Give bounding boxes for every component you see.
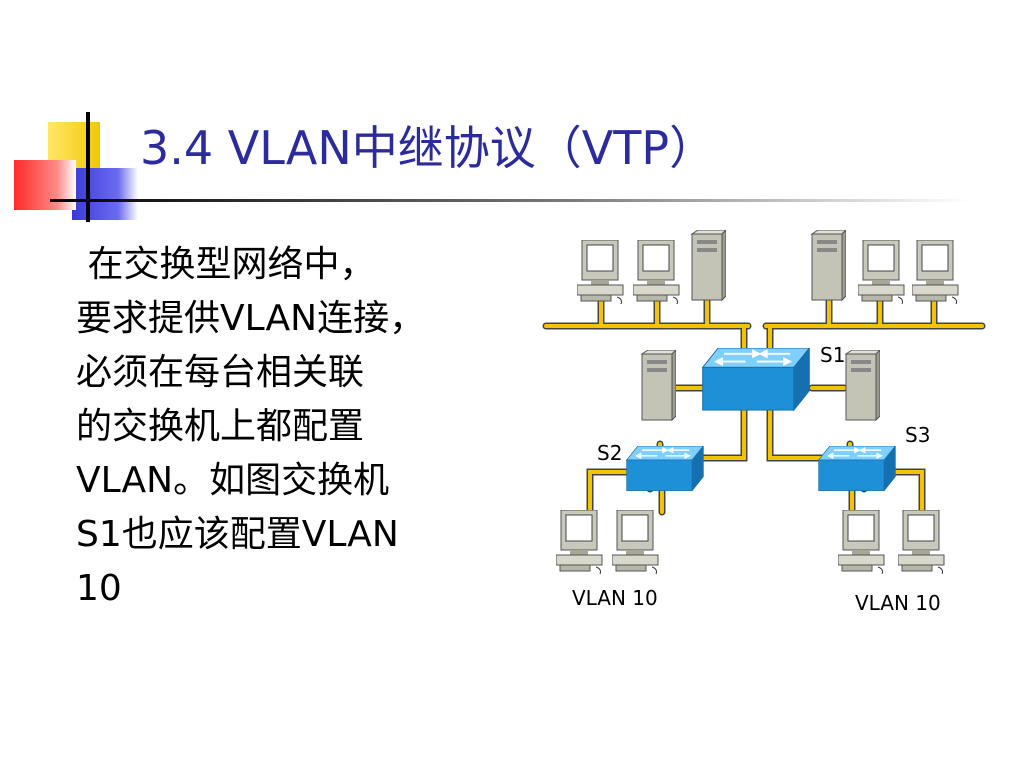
switch-icon <box>626 446 704 492</box>
vlan-label-left: VLAN 10 <box>572 586 658 610</box>
slide-body-text: 在交换型网络中， 要求提供VLAN连接， 必须在每台相关联 的交换机上都配置 V… <box>76 244 426 609</box>
workstation-icon <box>898 510 945 574</box>
workstation-icon <box>556 510 603 574</box>
workstation-icon <box>858 240 905 304</box>
title-underline <box>50 199 970 202</box>
workstation-icon <box>633 240 680 304</box>
server-tower-icon <box>691 230 726 301</box>
switch-icon <box>818 446 896 492</box>
slide-title: 3.4 VLAN中继协议（VTP） <box>140 121 716 175</box>
vtp-network-diagram: S1 S2 S3 VLAN 10 VLAN 10 <box>542 230 986 615</box>
switch-icon <box>701 348 811 412</box>
vlan-label-right: VLAN 10 <box>855 591 941 615</box>
switch-label-s3: S3 <box>905 423 930 447</box>
logo-squares <box>14 112 138 222</box>
switch-label-s2: S2 <box>597 441 622 465</box>
server-tower-icon <box>811 230 846 301</box>
workstation-icon <box>912 240 959 304</box>
server-tower-icon <box>641 350 676 421</box>
switch-label-s1: S1 <box>820 343 845 367</box>
workstation-icon <box>577 240 624 304</box>
slide-decoration <box>14 112 970 222</box>
workstation-icon <box>612 510 659 574</box>
server-tower-icon <box>845 350 880 421</box>
workstation-icon <box>838 510 885 574</box>
